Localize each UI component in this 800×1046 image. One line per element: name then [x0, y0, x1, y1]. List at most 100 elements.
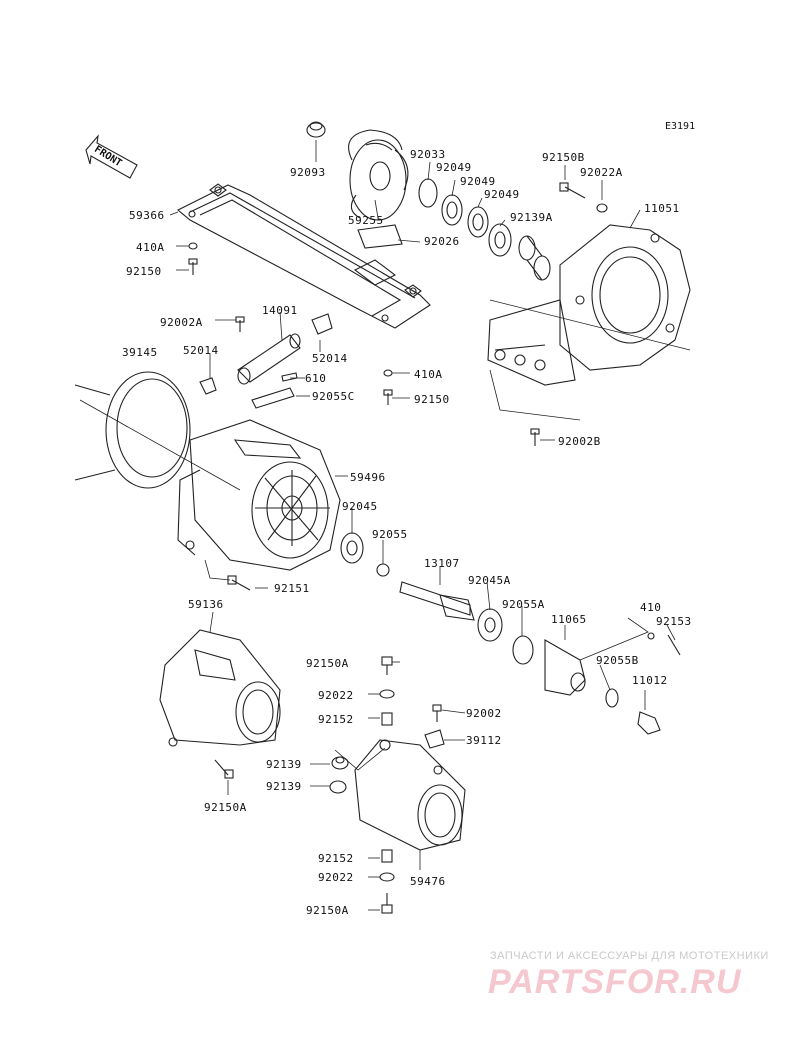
- bolt-92002B: [530, 428, 540, 446]
- part-label-92139A: 92139A: [510, 211, 553, 224]
- part-label-39145: 39145: [122, 346, 158, 359]
- part-label-92153: 92153: [656, 615, 692, 628]
- bearing-92045: [340, 532, 364, 564]
- part-label-410A-1: 410A: [136, 241, 165, 254]
- watermark-logo: PARTSFOR.RU: [488, 963, 742, 1001]
- part-label-92022-2: 92022: [318, 871, 354, 884]
- plug-11012: [637, 711, 661, 735]
- part-label-92002: 92002: [466, 707, 502, 720]
- part-label-92150A-3: 92150A: [306, 904, 349, 917]
- part-label-59496: 59496: [350, 471, 386, 484]
- seal-92049-2: [467, 206, 489, 238]
- leader-lines: [79, 140, 691, 911]
- part-label-59476: 59476: [410, 875, 446, 888]
- bolt-92150-2: [383, 389, 393, 405]
- front-arrow-icon: [85, 134, 138, 179]
- part-label-52014-2: 52014: [312, 352, 348, 365]
- part-label-92049-3: 92049: [484, 188, 520, 201]
- cap-11065: [544, 639, 586, 696]
- part-label-92045: 92045: [342, 500, 378, 513]
- collar-92152-2: [381, 849, 393, 863]
- part-label-59136: 59136: [188, 598, 224, 611]
- part-label-92055A: 92055A: [502, 598, 545, 611]
- part-label-92152-1: 92152: [318, 713, 354, 726]
- fitting-52014-1: [199, 377, 217, 395]
- part-label-14091: 14091: [262, 304, 298, 317]
- part-label-59366: 59366: [129, 209, 165, 222]
- part-label-92151: 92151: [274, 582, 310, 595]
- pump-case-11051: [487, 224, 691, 386]
- part-label-92002B: 92002B: [558, 435, 601, 448]
- part-label-11012: 11012: [632, 674, 668, 687]
- part-label-92139-2: 92139: [266, 780, 302, 793]
- part-label-92093: 92093: [290, 166, 326, 179]
- part-label-92049-2: 92049: [460, 175, 496, 188]
- part-label-92150-1: 92150: [126, 265, 162, 278]
- part-label-410A-2: 410A: [414, 368, 443, 381]
- part-label-11065: 11065: [551, 613, 587, 626]
- part-label-52014-1: 52014: [183, 344, 219, 357]
- bushing-92139-2: [329, 780, 347, 794]
- fitting-52014-2: [311, 313, 333, 335]
- watermark-tagline: ЗАПЧАСТИ И АКСЕССУАРЫ ДЛЯ МОТОТЕХНИКИ: [490, 950, 769, 962]
- part-label-92049-1: 92049: [436, 161, 472, 174]
- bolt-92150-1: [188, 258, 198, 275]
- bolt-92002A: [235, 316, 245, 332]
- washer-92022-1: [379, 689, 395, 699]
- bolt-92151: [227, 575, 251, 591]
- part-label-39112: 39112: [466, 734, 502, 747]
- collar-92152-1: [381, 712, 393, 726]
- ring-92055B: [605, 688, 619, 708]
- seal-92049-1: [441, 194, 463, 226]
- bolt-92153: [667, 634, 681, 656]
- part-label-92152-2: 92152: [318, 852, 354, 865]
- part-label-92055C: 92055C: [312, 390, 355, 403]
- part-label-610: 610: [305, 372, 327, 385]
- part-label-92055B: 92055B: [596, 654, 639, 667]
- stator-housing-59136: [159, 629, 281, 747]
- part-label-92150B: 92150B: [542, 151, 585, 164]
- diagram-code: E3191: [665, 121, 696, 132]
- bolt-92150A-1: [214, 759, 234, 779]
- part-label-92022A: 92022A: [580, 166, 623, 179]
- part-label-13107: 13107: [424, 557, 460, 570]
- bearing-92045A: [477, 608, 503, 642]
- filter-14091: [237, 333, 301, 385]
- part-label-92045A: 92045A: [468, 574, 511, 587]
- cap-92093: [306, 121, 326, 138]
- part-label-59255: 59255: [348, 214, 384, 227]
- gasket-92055C: [251, 387, 295, 409]
- washer-92022A: [596, 203, 608, 213]
- bolt-92150A-3: [381, 893, 393, 914]
- ride-plate-59366: [177, 183, 431, 329]
- part-label-92150-2: 92150: [414, 393, 450, 406]
- bolt-92150A-2: [381, 656, 393, 675]
- part-label-92026: 92026: [424, 235, 460, 248]
- part-label-92002A: 92002A: [160, 316, 203, 329]
- part-label-92139-1: 92139: [266, 758, 302, 771]
- nozzle-59476: [354, 739, 466, 851]
- washer-410A-2: [383, 369, 393, 377]
- part-label-11051: 11051: [644, 202, 680, 215]
- gasket-610: [281, 372, 298, 382]
- impeller-59255: [348, 129, 409, 221]
- bushing-92139-1: [331, 756, 349, 770]
- clip-39112: [424, 729, 445, 749]
- bushing-92139A: [518, 235, 551, 281]
- gasket-92026: [357, 224, 403, 249]
- part-label-92022-1: 92022: [318, 689, 354, 702]
- part-label-410: 410: [640, 601, 662, 614]
- bolt-92150B: [559, 182, 586, 199]
- seal-39145: [74, 371, 191, 489]
- ring-92033: [418, 178, 438, 208]
- ring-92055: [376, 563, 390, 577]
- washer-92022-2: [379, 872, 395, 882]
- washer-410: [647, 632, 655, 640]
- seal-92049-3: [488, 223, 512, 257]
- part-label-92150A-1: 92150A: [306, 657, 349, 670]
- part-label-92055: 92055: [372, 528, 408, 541]
- bolt-92002: [432, 704, 442, 722]
- part-label-92150A-2: 92150A: [204, 801, 247, 814]
